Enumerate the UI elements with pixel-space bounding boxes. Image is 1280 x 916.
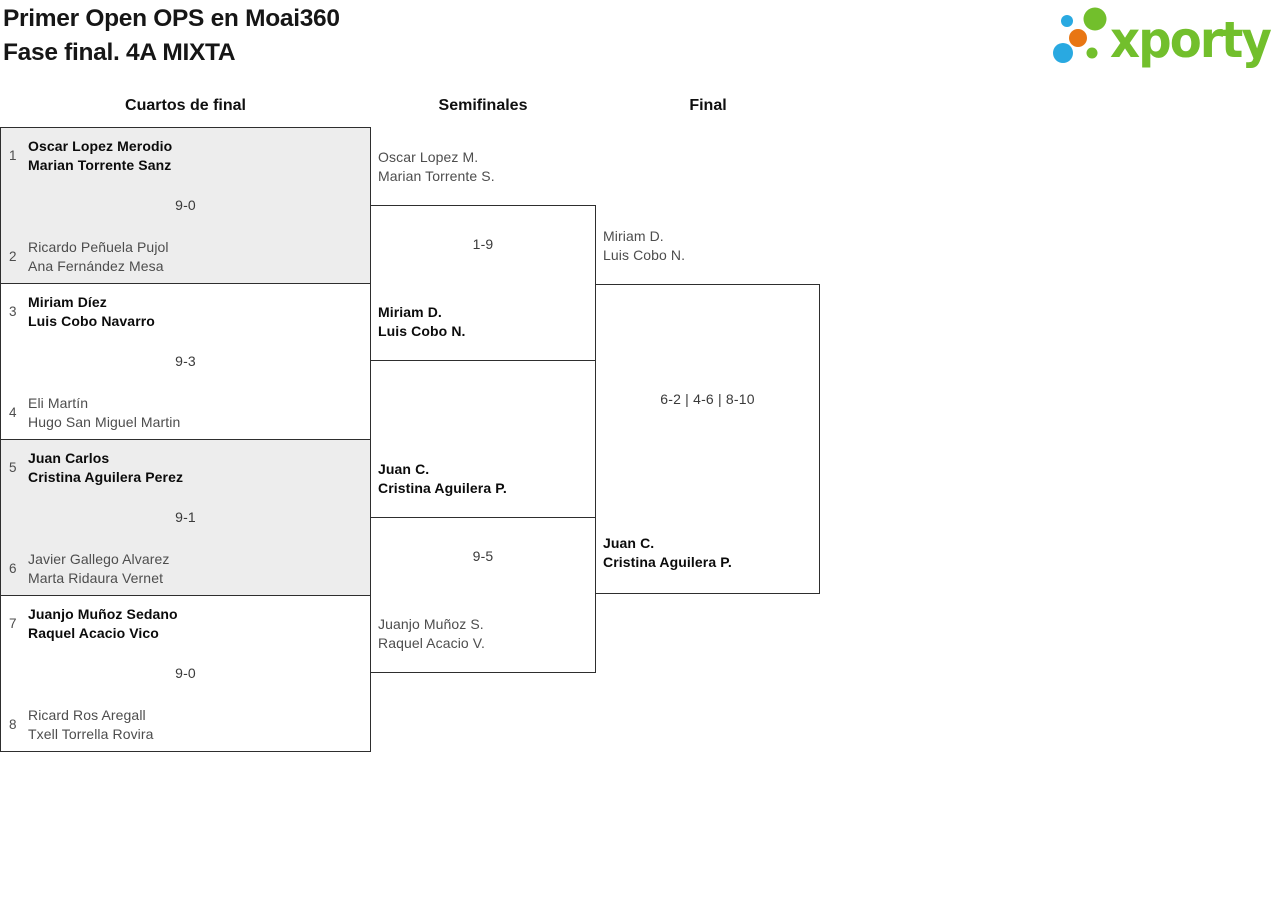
player-name: Luis Cobo Navarro bbox=[28, 312, 155, 329]
player-name: Oscar Lopez M. bbox=[378, 149, 479, 165]
match-score: 6-2 | 4-6 | 8-10 bbox=[660, 391, 755, 407]
team-pair: Ricardo Peñuela Pujol Ana Fernández Mesa bbox=[28, 238, 169, 275]
match-semifinal-2: Juan C. Cristina Aguilera P. 9-5 Juanjo … bbox=[370, 461, 596, 673]
player-name: Marian Torrente S. bbox=[378, 167, 495, 184]
team-pair: Juanjo Muñoz Sedano Raquel Acacio Vico bbox=[28, 605, 178, 642]
tournament-name: Primer Open OPS en Moai360 bbox=[3, 5, 340, 32]
match-quarterfinal-1: 1 Oscar Lopez Merodio Marian Torrente Sa… bbox=[0, 127, 371, 284]
xporty-logo[interactable]: xporty bbox=[1048, 4, 1278, 72]
team-pair: Miriam D. Luis Cobo N. bbox=[378, 303, 466, 340]
player-name: Raquel Acacio V. bbox=[378, 634, 485, 651]
team-pair: Miriam Díez Luis Cobo Navarro bbox=[28, 293, 155, 330]
player-name: Juan C. bbox=[603, 535, 655, 551]
page-title: Primer Open OPS en Moai360 Fase final. 4… bbox=[3, 2, 340, 70]
player-name: Oscar Lopez Merodio bbox=[28, 138, 173, 154]
player-name: Ricardo Peñuela Pujol bbox=[28, 239, 169, 255]
player-name: Cristina Aguilera P. bbox=[378, 479, 507, 496]
logo-dot-icon bbox=[1083, 7, 1107, 31]
seed-number: 1 bbox=[9, 148, 17, 163]
player-name: Ana Fernández Mesa bbox=[28, 257, 164, 274]
player-name: Marian Torrente Sanz bbox=[28, 156, 172, 173]
match-score: 9-0 bbox=[175, 664, 196, 681]
player-name: Cristina Aguilera P. bbox=[603, 553, 732, 570]
column-header-quarterfinals: Cuartos de final bbox=[125, 97, 246, 114]
logo-dot-icon bbox=[1053, 43, 1073, 63]
match-score: 1-9 bbox=[472, 236, 494, 252]
team-pair: Eli Martín Hugo San Miguel Martin bbox=[28, 394, 180, 431]
player-name: Miriam Díez bbox=[28, 294, 107, 310]
player-name: Marta Ridaura Vernet bbox=[28, 569, 164, 586]
player-name: Raquel Acacio Vico bbox=[28, 624, 159, 641]
player-name: Juanjo Muñoz Sedano bbox=[28, 606, 178, 622]
match-semifinal-1: Oscar Lopez M. Marian Torrente S. 1-9 Mi… bbox=[370, 149, 596, 361]
seed-number: 2 bbox=[9, 249, 17, 264]
xporty-logo-graphic: xporty bbox=[1053, 7, 1273, 69]
player-name: Juanjo Muñoz S. bbox=[378, 616, 484, 632]
seed-number: 6 bbox=[9, 561, 17, 576]
match-quarterfinal-2: 3 Miriam Díez Luis Cobo Navarro 9-3 4 El… bbox=[0, 283, 371, 440]
team-pair: Ricard Ros Aregall Txell Torrella Rovira bbox=[28, 706, 154, 743]
player-name: Miriam D. bbox=[603, 228, 664, 244]
player-name: Eli Martín bbox=[28, 395, 89, 411]
team-pair: Juanjo Muñoz S. Raquel Acacio V. bbox=[378, 615, 485, 652]
logo-dot-icon bbox=[1061, 15, 1073, 27]
match-final: Miriam D. Luis Cobo N. 6-2 | 4-6 | 8-10 … bbox=[595, 228, 820, 594]
team-pair: Oscar Lopez M. Marian Torrente S. bbox=[378, 148, 495, 185]
seed-number: 5 bbox=[9, 460, 17, 475]
team-pair: Miriam D. Luis Cobo N. bbox=[603, 227, 685, 264]
match-score: 9-3 bbox=[175, 352, 196, 369]
player-name: Ricard Ros Aregall bbox=[28, 707, 146, 723]
logo-dot-icon bbox=[1069, 29, 1087, 47]
seed-number: 7 bbox=[9, 616, 17, 631]
phase-name: Fase final. 4A MIXTA bbox=[3, 39, 236, 66]
player-name: Miriam D. bbox=[378, 304, 442, 320]
match-score: 9-0 bbox=[175, 196, 196, 213]
player-name: Luis Cobo N. bbox=[603, 246, 686, 263]
logo-dot-icon bbox=[1086, 47, 1098, 59]
logo-wordmark: xporty bbox=[1110, 11, 1271, 69]
team-pair: Juan C. Cristina Aguilera P. bbox=[603, 534, 732, 571]
player-name: Hugo San Miguel Martin bbox=[28, 413, 181, 430]
team-pair: Oscar Lopez Merodio Marian Torrente Sanz bbox=[28, 137, 172, 174]
team-pair: Juan Carlos Cristina Aguilera Perez bbox=[28, 449, 183, 486]
match-quarterfinal-3: 5 Juan Carlos Cristina Aguilera Perez 9-… bbox=[0, 439, 371, 596]
seed-number: 4 bbox=[9, 405, 17, 420]
player-name: Javier Gallego Alvarez bbox=[28, 551, 170, 567]
seed-number: 8 bbox=[9, 717, 17, 732]
team-pair: Javier Gallego Alvarez Marta Ridaura Ver… bbox=[28, 550, 170, 587]
team-pair: Juan C. Cristina Aguilera P. bbox=[378, 460, 507, 497]
player-name: Cristina Aguilera Perez bbox=[28, 468, 184, 485]
player-name: Juan C. bbox=[378, 461, 430, 477]
match-quarterfinal-4: 7 Juanjo Muñoz Sedano Raquel Acacio Vico… bbox=[0, 595, 371, 752]
seed-number: 3 bbox=[9, 304, 17, 319]
player-name: Txell Torrella Rovira bbox=[28, 725, 154, 742]
player-name: Juan Carlos bbox=[28, 450, 110, 466]
column-header-semifinals: Semifinales bbox=[438, 97, 528, 114]
column-header-final: Final bbox=[689, 97, 727, 114]
match-score: 9-5 bbox=[472, 548, 494, 564]
match-score: 9-1 bbox=[175, 508, 196, 525]
player-name: Luis Cobo N. bbox=[378, 322, 466, 339]
